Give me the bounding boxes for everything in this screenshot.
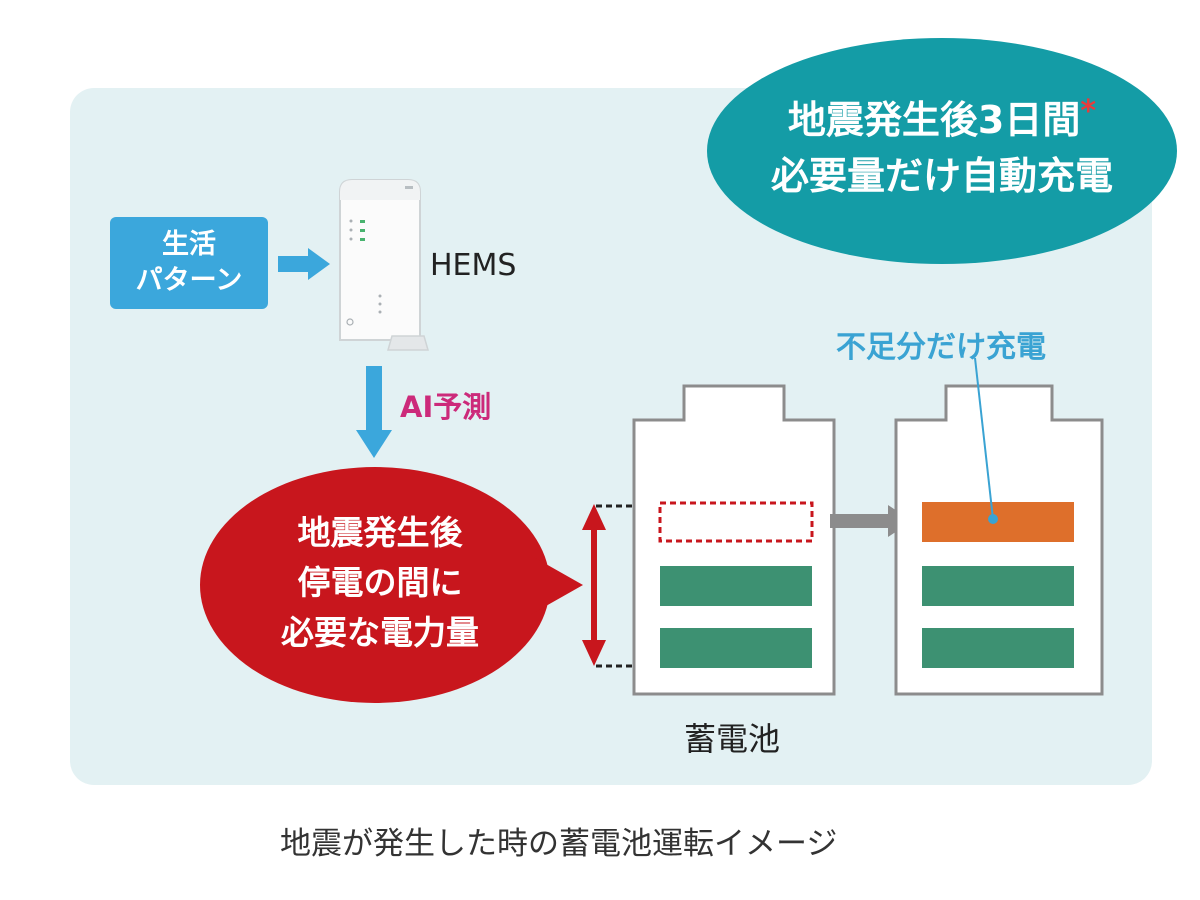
- need-line2: 停電の間に: [297, 563, 463, 602]
- hems-device-icon: [339, 179, 429, 351]
- added-charge-bar: [922, 502, 1074, 542]
- headline-text: 地震発生後3日間* 必要量だけ自動充電: [707, 84, 1177, 204]
- life-pattern-line2: パターン: [135, 265, 243, 296]
- asterisk-mark: *: [1080, 94, 1097, 129]
- need-line1: 地震発生後: [297, 513, 463, 552]
- need-bubble: [200, 467, 583, 703]
- need-bubble-text: 地震発生後 停電の間に 必要な電力量: [200, 508, 560, 658]
- shortfall-callout-line: [974, 357, 998, 524]
- battery-charged: [894, 384, 1104, 696]
- life-pattern-line1: 生活: [162, 229, 216, 260]
- hems-label: HEMS: [430, 248, 517, 283]
- charge-level-bar: [660, 566, 812, 606]
- arrow-down-ai: [356, 366, 392, 458]
- range-double-arrow: [582, 504, 606, 666]
- shortfall-label: 不足分だけ充電: [836, 330, 1046, 365]
- battery-current: [632, 384, 836, 696]
- charge-level-bar: [922, 628, 1074, 668]
- arrow-to-hems: [278, 248, 330, 280]
- battery-label: 蓄電池: [684, 720, 781, 758]
- headline-line2: 必要量だけ自動充電: [770, 154, 1113, 198]
- headline-line1: 地震発生後3日間: [787, 98, 1081, 142]
- headline-bubble: [707, 38, 1177, 264]
- need-line3: 必要な電力量: [281, 613, 479, 652]
- life-pattern-box: 生活 パターン: [110, 217, 268, 309]
- missing-charge-outline: [658, 501, 814, 543]
- charge-level-bar: [660, 628, 812, 668]
- caption: 地震が発生した時の蓄電池運転イメージ: [280, 826, 838, 862]
- charge-level-bar: [922, 566, 1074, 606]
- ai-prediction-label: AI予測: [400, 390, 492, 424]
